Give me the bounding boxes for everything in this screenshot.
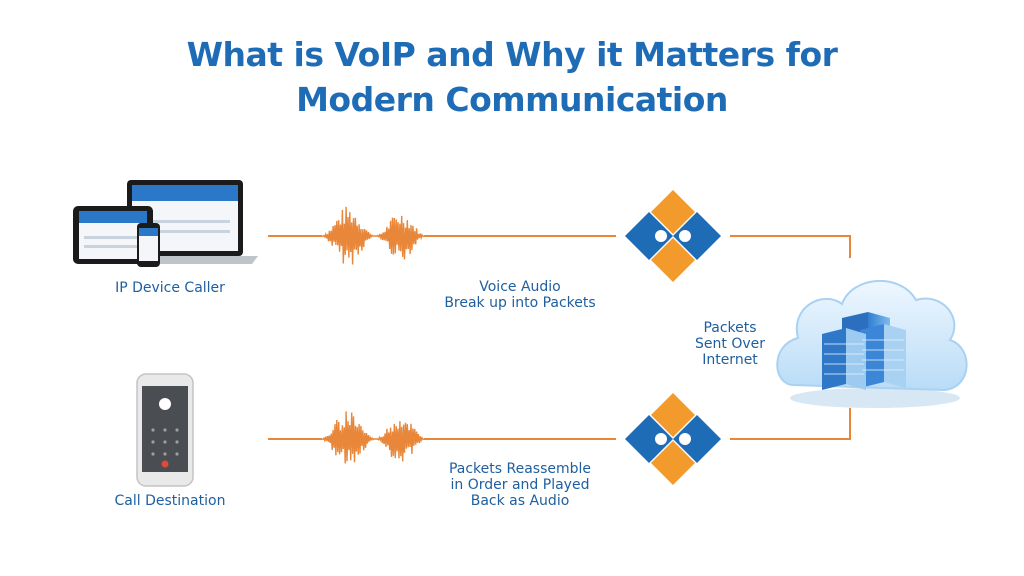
reassemble-line-1: Packets Reassemble xyxy=(448,461,592,477)
break-up-line-1: Voice Audio xyxy=(479,279,561,295)
smartphone-icon xyxy=(137,223,160,267)
destination-label: Call Destination xyxy=(114,493,226,509)
sent-over-label: Packets Sent Over Internet xyxy=(680,320,780,368)
top-line-segment-3 xyxy=(730,235,851,258)
bottom-line-segment-3 xyxy=(730,408,851,440)
caller-label: IP Device Caller xyxy=(115,280,225,296)
reassemble-label: Packets Reassemble in Order and Played B… xyxy=(420,461,620,509)
puzzle-icon xyxy=(625,393,721,485)
puzzle-icon xyxy=(625,190,721,282)
smartphone-icon xyxy=(136,373,194,487)
break-up-label: Voice Audio Break up into Packets xyxy=(420,279,620,311)
sent-over-line-3: Internet xyxy=(702,352,758,368)
cloud-server-icon xyxy=(776,279,968,408)
reassemble-line-2: in Order and Played xyxy=(450,477,590,493)
sent-over-line-1: Packets xyxy=(703,320,757,336)
signal-lines xyxy=(268,235,851,440)
soundwave-icon xyxy=(321,206,425,265)
soundwave-icon xyxy=(321,411,425,464)
tablet-icon xyxy=(73,206,153,264)
page-title: What is VoIP and Why it Matters for Mode… xyxy=(0,32,1024,122)
sent-over-line-2: Sent Over xyxy=(695,336,765,352)
title-line-1: What is VoIP and Why it Matters for xyxy=(186,35,838,74)
break-up-line-2: Break up into Packets xyxy=(444,295,596,311)
reassemble-line-3: Back as Audio xyxy=(470,493,570,509)
title-line-2: Modern Communication xyxy=(296,80,728,119)
